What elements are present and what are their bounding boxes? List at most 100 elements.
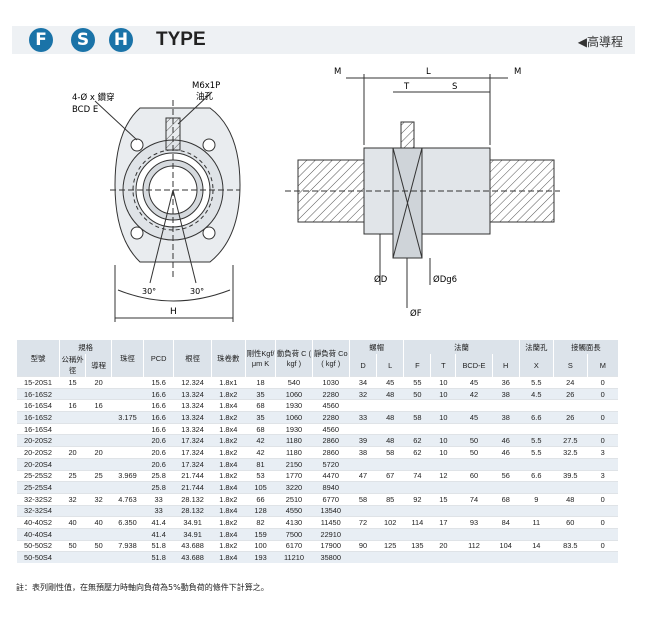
cell-ball (111, 504, 144, 517)
cell-lead (85, 411, 112, 424)
m-left-label: M (334, 67, 341, 77)
cell-ball: 3.175 (111, 411, 144, 424)
cell-m (587, 457, 618, 470)
cell-model: 16-16S4 (16, 399, 60, 412)
cell-co: 4560 (312, 399, 350, 412)
cell-t: 10 (430, 411, 456, 424)
cell-pcd: 25.8 (143, 481, 174, 494)
cell-t (430, 481, 456, 494)
cell-ball (111, 551, 144, 563)
cell-nom: 15 (59, 376, 86, 389)
cell-circ: 1.8x4 (211, 481, 246, 494)
cell-t (430, 504, 456, 517)
odg6-label: ØDg6 (433, 274, 457, 285)
cell-c: 4130 (275, 516, 313, 529)
cell-d: 33 (349, 411, 377, 424)
cell-d (349, 504, 377, 517)
cell-bcd (455, 422, 493, 435)
cell-f (403, 481, 431, 494)
cell-model: 20-20S2 (16, 434, 60, 447)
cell-c: 1770 (275, 469, 313, 482)
cell-c: 540 (275, 376, 313, 389)
cell-c: 1180 (275, 434, 313, 447)
cell-pcd: 33 (143, 504, 174, 517)
col-lead: 導程 (85, 354, 112, 377)
cell-k: 100 (245, 539, 276, 552)
cell-bcd (455, 399, 493, 412)
cell-h: 38 (492, 387, 520, 400)
cell-circ: 1.8x4 (211, 422, 246, 435)
cell-root: 17.324 (173, 446, 212, 459)
cell-f: 62 (403, 434, 431, 447)
cell-d: 90 (349, 539, 377, 552)
cell-model: 25-25S2 (16, 469, 60, 482)
cell-c: 7500 (275, 527, 313, 541)
cell-model: 16-16S2 (16, 387, 60, 400)
cell-d: 38 (349, 446, 377, 459)
of-label: ØF (410, 308, 422, 319)
cell-h: 38 (492, 411, 520, 424)
cell-x (519, 527, 554, 541)
cell-root: 17.324 (173, 457, 212, 470)
cell-co: 35800 (312, 551, 350, 563)
cell-f (403, 551, 431, 563)
cell-root: 13.324 (173, 399, 212, 412)
cell-lead (85, 551, 112, 563)
col-root: 根徑 (173, 340, 212, 377)
cell-m: 3 (587, 469, 618, 482)
thread-label: M6x1P (192, 81, 220, 91)
cell-d: 32 (349, 387, 377, 400)
cell-nom: 32 (59, 492, 86, 506)
cell-d: 34 (349, 376, 377, 389)
cell-s: 83.5 (553, 539, 588, 552)
cell-s (553, 504, 588, 517)
cell-k: 68 (245, 422, 276, 435)
cell-circ: 1.8x2 (211, 446, 246, 459)
cell-bcd: 93 (455, 516, 493, 529)
cell-s (553, 551, 588, 563)
col-d: D (348, 354, 377, 377)
cell-f: 74 (403, 469, 431, 482)
cell-m: 0 (587, 539, 618, 552)
cell-model: 40-40S2 (16, 516, 60, 529)
page-subtitle: ◀高導程 (577, 35, 623, 49)
cell-bcd (455, 504, 493, 517)
cell-t: 10 (430, 376, 456, 389)
cell-co: 2280 (312, 411, 350, 424)
cell-co: 1030 (312, 376, 350, 389)
col-ball: 珠徑 (111, 340, 144, 377)
cell-root: 13.324 (173, 411, 212, 424)
cell-m: 0 (587, 434, 618, 447)
cell-nom: 25 (59, 469, 86, 482)
cell-lead (85, 527, 112, 541)
cell-pcd: 41.4 (143, 527, 174, 541)
cell-circ: 1.8x4 (211, 504, 246, 517)
cell-co: 2860 (312, 446, 350, 459)
cell-l: 58 (376, 446, 404, 459)
cell-nom (59, 422, 86, 435)
cell-co: 2280 (312, 387, 350, 400)
cell-f (403, 399, 431, 412)
cell-x (519, 504, 554, 517)
cell-k: 42 (245, 446, 276, 459)
cell-l (376, 527, 404, 541)
cell-co: 2860 (312, 434, 350, 447)
cell-circ: 1.8x4 (211, 457, 246, 470)
cell-pcd: 16.6 (143, 399, 174, 412)
cell-ball (111, 376, 144, 389)
col-flange-hole: 法蘭孔 (518, 340, 554, 354)
cell-f (403, 527, 431, 541)
cell-co: 22910 (312, 527, 350, 541)
col-flange: 法蘭 (403, 340, 520, 354)
cell-f: 92 (403, 492, 431, 506)
cell-lead: 25 (85, 469, 112, 482)
cell-c: 1060 (275, 411, 313, 424)
cell-m: 3 (587, 446, 618, 459)
cell-circ: 1.8x4 (211, 399, 246, 412)
col-f: F (403, 354, 431, 377)
